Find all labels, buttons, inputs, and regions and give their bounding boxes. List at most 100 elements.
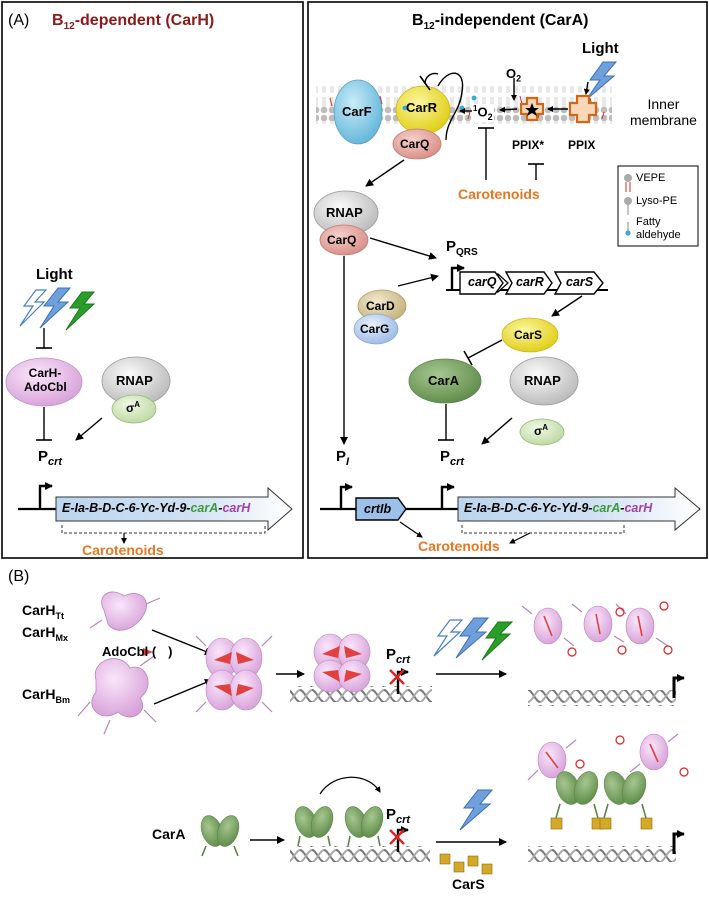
operon-carh: carH <box>222 501 251 515</box>
fatty-line1: Fatty <box>636 216 661 228</box>
left-panel-title: B12-dependent (CarH) <box>52 12 214 32</box>
singlet-sup: 1 <box>473 104 478 113</box>
panel-b-label: (B) <box>8 568 30 585</box>
gene-cars-label: carS <box>566 275 594 289</box>
carh-tt-main: CarH <box>22 602 56 618</box>
cara-protein <box>408 358 482 404</box>
carh-bm-label: CarHBm <box>22 686 70 705</box>
pi-label: PI <box>336 448 349 468</box>
carh-adocbl-protein <box>5 357 83 407</box>
pqrs-p: P <box>446 238 457 255</box>
title-sub: 12 <box>423 21 435 33</box>
title-rest: -independent (CarA) <box>434 12 589 29</box>
promoter-arrow-icon <box>396 668 409 694</box>
right-panel-title: B12-independent (CarA) <box>412 12 588 32</box>
carh-adocbl-line2: AdoCbl <box>24 380 67 394</box>
dna-helix-icon <box>528 690 676 706</box>
operon-text: E-Ia-B-D-C-6-Yc-Yd-9- <box>464 501 593 515</box>
cars-squares <box>439 853 493 875</box>
pcrt-sub: crt <box>450 456 465 468</box>
fatty-line2: aldehyde <box>636 229 681 241</box>
rnap-label-top: RNAP <box>326 205 363 220</box>
light-bolt-icon <box>433 617 514 661</box>
card-label: CarD <box>366 299 395 313</box>
legend-fatty-icon <box>625 222 631 236</box>
promoter-arrow-icon <box>339 483 353 509</box>
legend-lyso-label: Lyso-PE <box>636 195 678 207</box>
sigma-sup: A <box>542 423 548 432</box>
operon-carh: carH <box>624 501 653 515</box>
repression-bar-icon <box>467 339 503 359</box>
gene-carr-arrow <box>504 271 553 295</box>
sigma-label-left: σA <box>126 400 140 415</box>
operon-cara: carA <box>592 501 621 515</box>
dashed-bracket-left <box>61 525 266 534</box>
x-mark-icon <box>389 669 405 685</box>
operon-dash: - <box>218 501 223 515</box>
pcrt-sub: crt <box>396 814 411 826</box>
activation-arrow-icon <box>481 417 513 445</box>
pcrt-label-left: Pcrt <box>38 448 62 468</box>
inner-line1: Inner <box>647 96 680 112</box>
activation-arrow-icon <box>75 417 103 441</box>
o2-label-top: O2 <box>506 66 521 84</box>
legend-lyso-icon <box>624 197 632 215</box>
pqrs-label: PQRS <box>446 238 478 258</box>
activation-arrow-icon <box>551 295 583 317</box>
carh-bm-sub: Bm <box>55 694 70 705</box>
carr-label: CarR <box>406 100 438 115</box>
gene-carr-label: carR <box>516 275 544 289</box>
cara-cars-complexes <box>550 771 653 830</box>
activation-arrow-icon <box>365 159 405 187</box>
inner-line2: membrane <box>630 112 697 128</box>
light-bolt-icon <box>459 789 494 831</box>
singlet-o2-label: 1O2 <box>472 104 494 122</box>
carr-inhibition-loop <box>437 72 464 141</box>
rnap-protein-right <box>509 356 579 406</box>
repression-bar-tick <box>463 350 473 366</box>
sigma-label-right: σA <box>534 423 548 438</box>
panel-a-left-frame <box>1 1 304 559</box>
panel-a-label: (A) <box>8 12 30 29</box>
cara-dna-bound-dimers <box>294 806 384 847</box>
carh-tt-sub: Tt <box>55 610 64 621</box>
carh-dna-bound-tetramer <box>313 633 371 693</box>
carq-protein-membrane <box>392 128 442 160</box>
operon-text: E-Ia-B-D-C-6-Yc-Yd-9- <box>62 501 191 515</box>
cars-label: CarS <box>514 328 543 342</box>
rnap-label-left: RNAP <box>116 373 153 388</box>
carh-mx-label: CarHMx <box>22 624 68 643</box>
sigma-sup: A <box>134 400 140 409</box>
cara-dimer-protein <box>200 815 240 857</box>
promoter-arrow-icon <box>396 826 409 852</box>
pcrt-label-right: Pcrt <box>440 448 464 468</box>
operon-label-left: E-Ia-B-D-C-6-Yc-Yd-9-carA-carH <box>62 501 250 515</box>
cara-label: CarA <box>428 373 460 388</box>
carh-tt-label: CarHTt <box>22 602 64 621</box>
pcrt-p: P <box>440 448 451 465</box>
operon-arrow-right <box>457 486 701 532</box>
promoter-arrow-icon <box>38 482 53 509</box>
pcrt-p: P <box>38 448 49 465</box>
sigma-protein-left <box>111 394 157 424</box>
title-b: B <box>412 12 424 29</box>
promoter-arrow-icon <box>440 483 455 509</box>
pcrt-p: P <box>386 646 397 663</box>
carh-mx-sub: Mx <box>55 632 68 643</box>
singlet-o: O <box>477 104 488 120</box>
operon-dash: - <box>620 501 625 515</box>
pcrt-sub: crt <box>396 654 411 666</box>
promoter-arrow-icon <box>672 674 685 698</box>
activation-arrow-icon <box>499 106 518 113</box>
ppix-molecule <box>568 94 598 124</box>
promoter-arrow-icon <box>672 830 685 854</box>
carh-adocbl-label: CarH-AdoCbl <box>24 366 67 394</box>
activation-arrow-icon <box>509 532 531 544</box>
ppix-star-molecule <box>519 96 545 122</box>
o2-sub: 2 <box>516 73 522 84</box>
adocbl-icon <box>143 648 153 656</box>
carh-monomer-protein <box>89 591 161 631</box>
pqrs-sub: QRS <box>456 247 478 258</box>
released-carh-monomers <box>521 601 689 781</box>
crtib-label: crtIb <box>364 502 392 516</box>
